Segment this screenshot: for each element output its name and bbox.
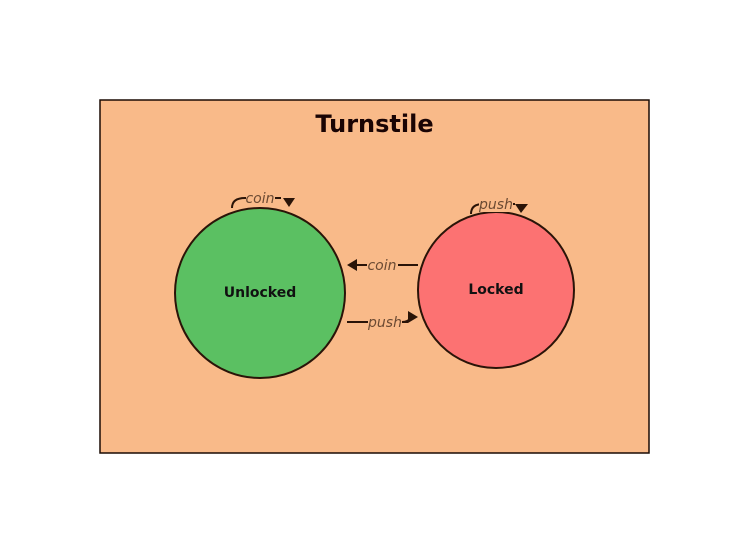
edge-push-arrowhead bbox=[408, 311, 418, 323]
edge-coin-label: coin bbox=[367, 258, 396, 274]
state-locked-label: Locked bbox=[468, 282, 523, 298]
self-loop-push-label-bg bbox=[479, 196, 513, 212]
transition-locked-push-self: push bbox=[470, 196, 528, 215]
transition-unlocked-coin-self: coin bbox=[231, 190, 295, 209]
state-unlocked[interactable]: Unlocked bbox=[174, 207, 346, 379]
edge-push-label: push bbox=[367, 315, 402, 331]
edge-coin-label-bg bbox=[367, 257, 398, 273]
edge-push-label-bg bbox=[368, 314, 402, 330]
self-loop-coin-label: coin bbox=[245, 191, 274, 207]
edge-coin-arrowhead bbox=[347, 259, 357, 271]
state-unlocked-circle bbox=[174, 207, 346, 379]
diagram-title: Turnstile bbox=[315, 110, 433, 138]
transition-locked-to-unlocked-coin: coin bbox=[347, 257, 418, 274]
transition-unlocked-to-locked-push: push bbox=[347, 311, 418, 331]
state-locked[interactable]: Locked bbox=[417, 211, 575, 369]
state-unlocked-label: Unlocked bbox=[224, 285, 297, 301]
self-loop-coin-label-bg bbox=[246, 190, 275, 206]
self-loop-push-label: push bbox=[478, 197, 513, 213]
self-loop-coin-arrowhead bbox=[283, 198, 295, 207]
self-loop-coin-edge bbox=[231, 197, 281, 209]
edge-push-curve bbox=[401, 316, 413, 323]
self-loop-push-arrowhead bbox=[515, 204, 528, 213]
